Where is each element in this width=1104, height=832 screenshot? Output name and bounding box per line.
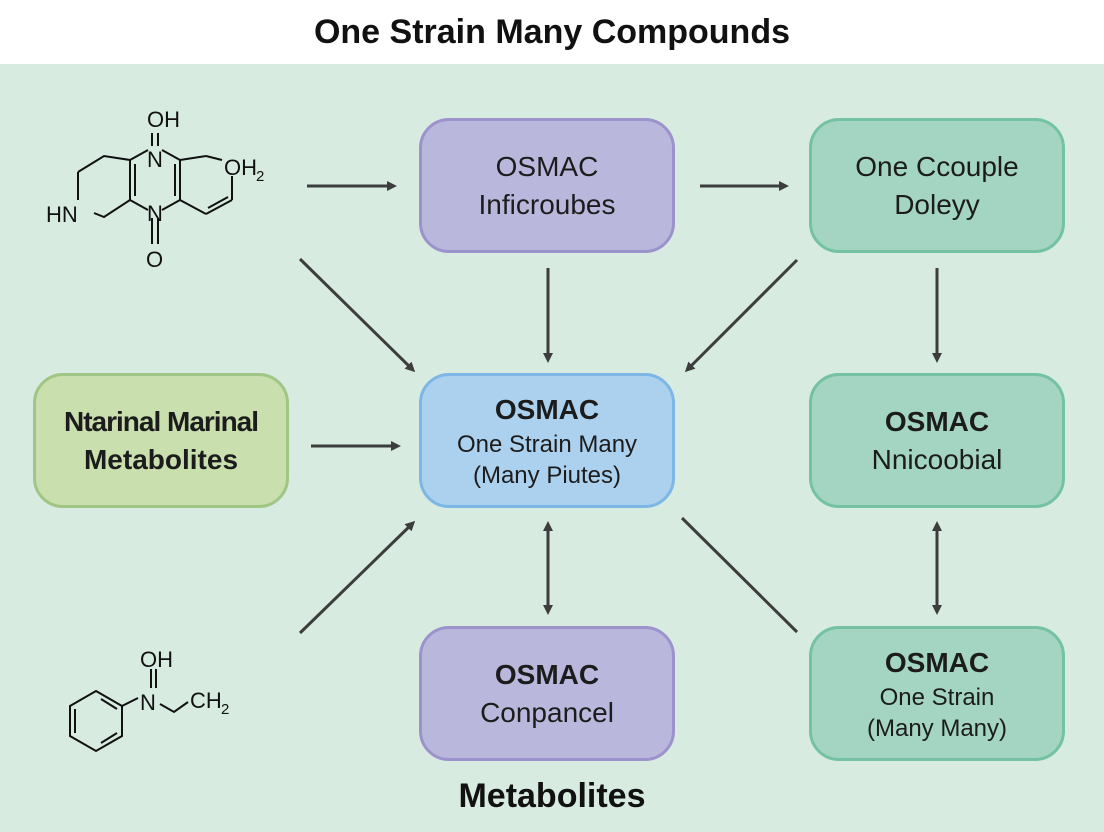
fused-ring-structure [77, 133, 233, 244]
node-center-line2: One Strain Many [456, 430, 638, 458]
label-oh: OH [140, 647, 173, 672]
label-oh-top: OH [147, 107, 180, 132]
node-inficroubes-label: Inficroubes [478, 188, 616, 220]
node-inficroubes-title: OSMAC [495, 150, 599, 182]
label-ch2-sub: 2 [221, 701, 229, 718]
node-center-osmac: OSMAC One Strain Many (Many Piutes) [419, 373, 675, 508]
benzene-structure [69, 669, 189, 753]
node-one-ccouple-line2: Doleyy [894, 188, 980, 220]
label-oh2: OH [224, 155, 257, 180]
node-one-ccouple: One Ccouple Doleyy [809, 118, 1065, 253]
arrow-benzene-to-center [298, 520, 416, 635]
node-nnicoobial-label: Nnicoobial [871, 443, 1003, 475]
node-conpancel: OSMAC Conpancel [419, 626, 675, 761]
label-ch2: CH [190, 688, 222, 713]
node-center-title: OSMAC [494, 393, 600, 425]
label-n-top: N [147, 147, 163, 172]
label-n-bottom: N [147, 201, 163, 226]
connector-center-to-strain [680, 516, 799, 634]
node-one-strain: OSMAC One Strain (Many Many) [809, 626, 1065, 761]
node-conpancel-label: Conpancel [480, 696, 614, 728]
node-nnicoobial: OSMAC Nnicoobial [809, 373, 1065, 508]
node-inficroubes: OSMAC Inficroubes [419, 118, 675, 253]
label-o-bottom: O [146, 247, 163, 272]
diagram-footer: Metabolites [458, 776, 646, 815]
node-nnicoobial-title: OSMAC [884, 405, 990, 437]
node-one-strain-line3: (Many Many) [866, 714, 1008, 742]
diagram-title: One Strain Many Compounds [313, 12, 791, 51]
node-marinal-line1: Ntarinal Marinal [63, 405, 259, 437]
node-one-strain-line2: One Strain [879, 683, 995, 711]
label-hn: HN [46, 202, 78, 227]
node-one-ccouple-line1: One Ccouple [855, 150, 1019, 182]
node-center-line3: (Many Piutes) [472, 461, 622, 489]
arrow-ccouple-to-center [684, 258, 799, 373]
node-conpancel-title: OSMAC [494, 658, 600, 690]
node-marinal-metabolites: Ntarinal Marinal Metabolites [33, 373, 289, 508]
label-oh2-sub: 2 [256, 168, 264, 185]
label-n: N [140, 690, 156, 715]
node-one-strain-title: OSMAC [884, 646, 990, 678]
node-marinal-line2: Metabolites [83, 443, 239, 475]
arrow-structure-to-center [298, 257, 416, 373]
